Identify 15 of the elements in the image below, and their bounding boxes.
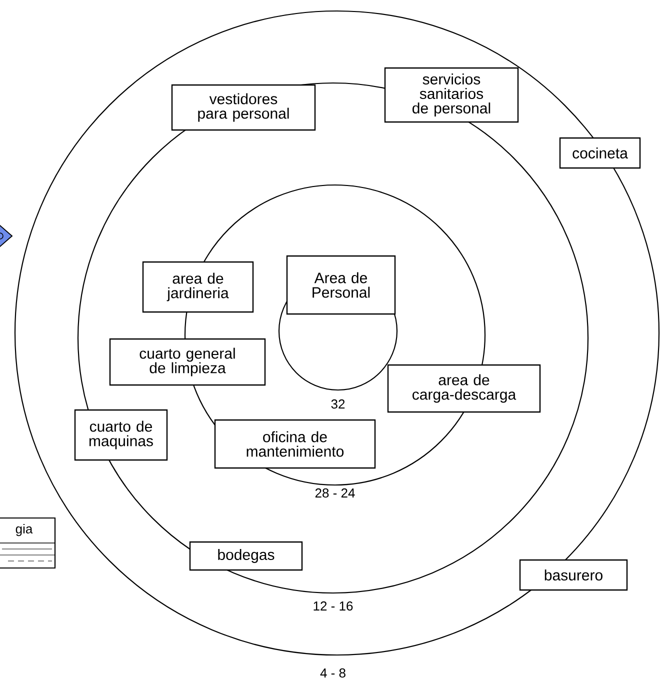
- zone-number: 28 - 24: [315, 488, 355, 498]
- room-box: servicios sanitarios de personal: [384, 67, 519, 123]
- room-box: oficina de mantenimiento: [214, 419, 376, 469]
- room-box: bodegas: [189, 541, 303, 571]
- room-box: cuarto general de limpieza: [109, 338, 266, 386]
- zone-number: gia: [16, 524, 33, 536]
- zone-number: 12 - 16: [314, 601, 353, 611]
- room-box: area de jardineria: [142, 261, 254, 313]
- room-box: cocineta: [559, 137, 641, 169]
- room-box: area de carga-descarga: [387, 364, 541, 413]
- room-box: cuarto de maquinas: [74, 409, 168, 461]
- room-box: vestidores para personal: [171, 84, 316, 131]
- room-box: basurero: [519, 559, 628, 591]
- zone-number: 4 - 8: [320, 668, 346, 678]
- room-box: Area de Personal: [286, 255, 396, 315]
